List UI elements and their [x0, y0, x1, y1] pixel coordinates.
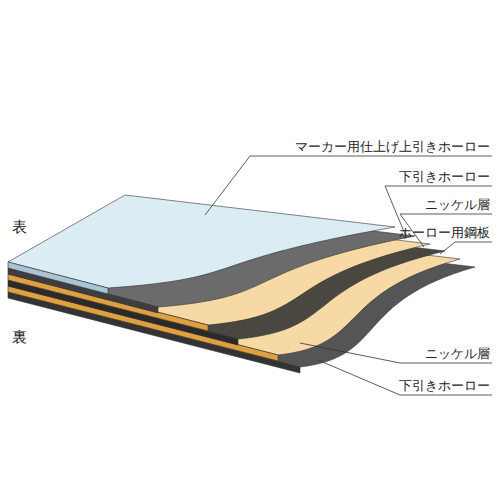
marker-cover-coat-edge: [8, 262, 108, 294]
face-label: 裏: [12, 328, 27, 346]
leader-line: [440, 242, 492, 254]
leader-line: [318, 360, 492, 395]
layer-label: ニッケル層: [425, 346, 490, 362]
leader-line: [300, 343, 492, 363]
layer-label: 下引きホーロー: [399, 169, 490, 185]
marker-cover-coat: [8, 195, 395, 288]
face-label: 表: [12, 218, 27, 236]
layer-label: ニッケル層: [425, 197, 490, 213]
leader-line: [205, 156, 492, 215]
layer-label: 下引きホーロー: [399, 378, 490, 394]
layer-label: マーカー用仕上げ上引きホーロー: [295, 139, 490, 155]
layer-label: ホーロー用鋼板: [399, 225, 490, 241]
